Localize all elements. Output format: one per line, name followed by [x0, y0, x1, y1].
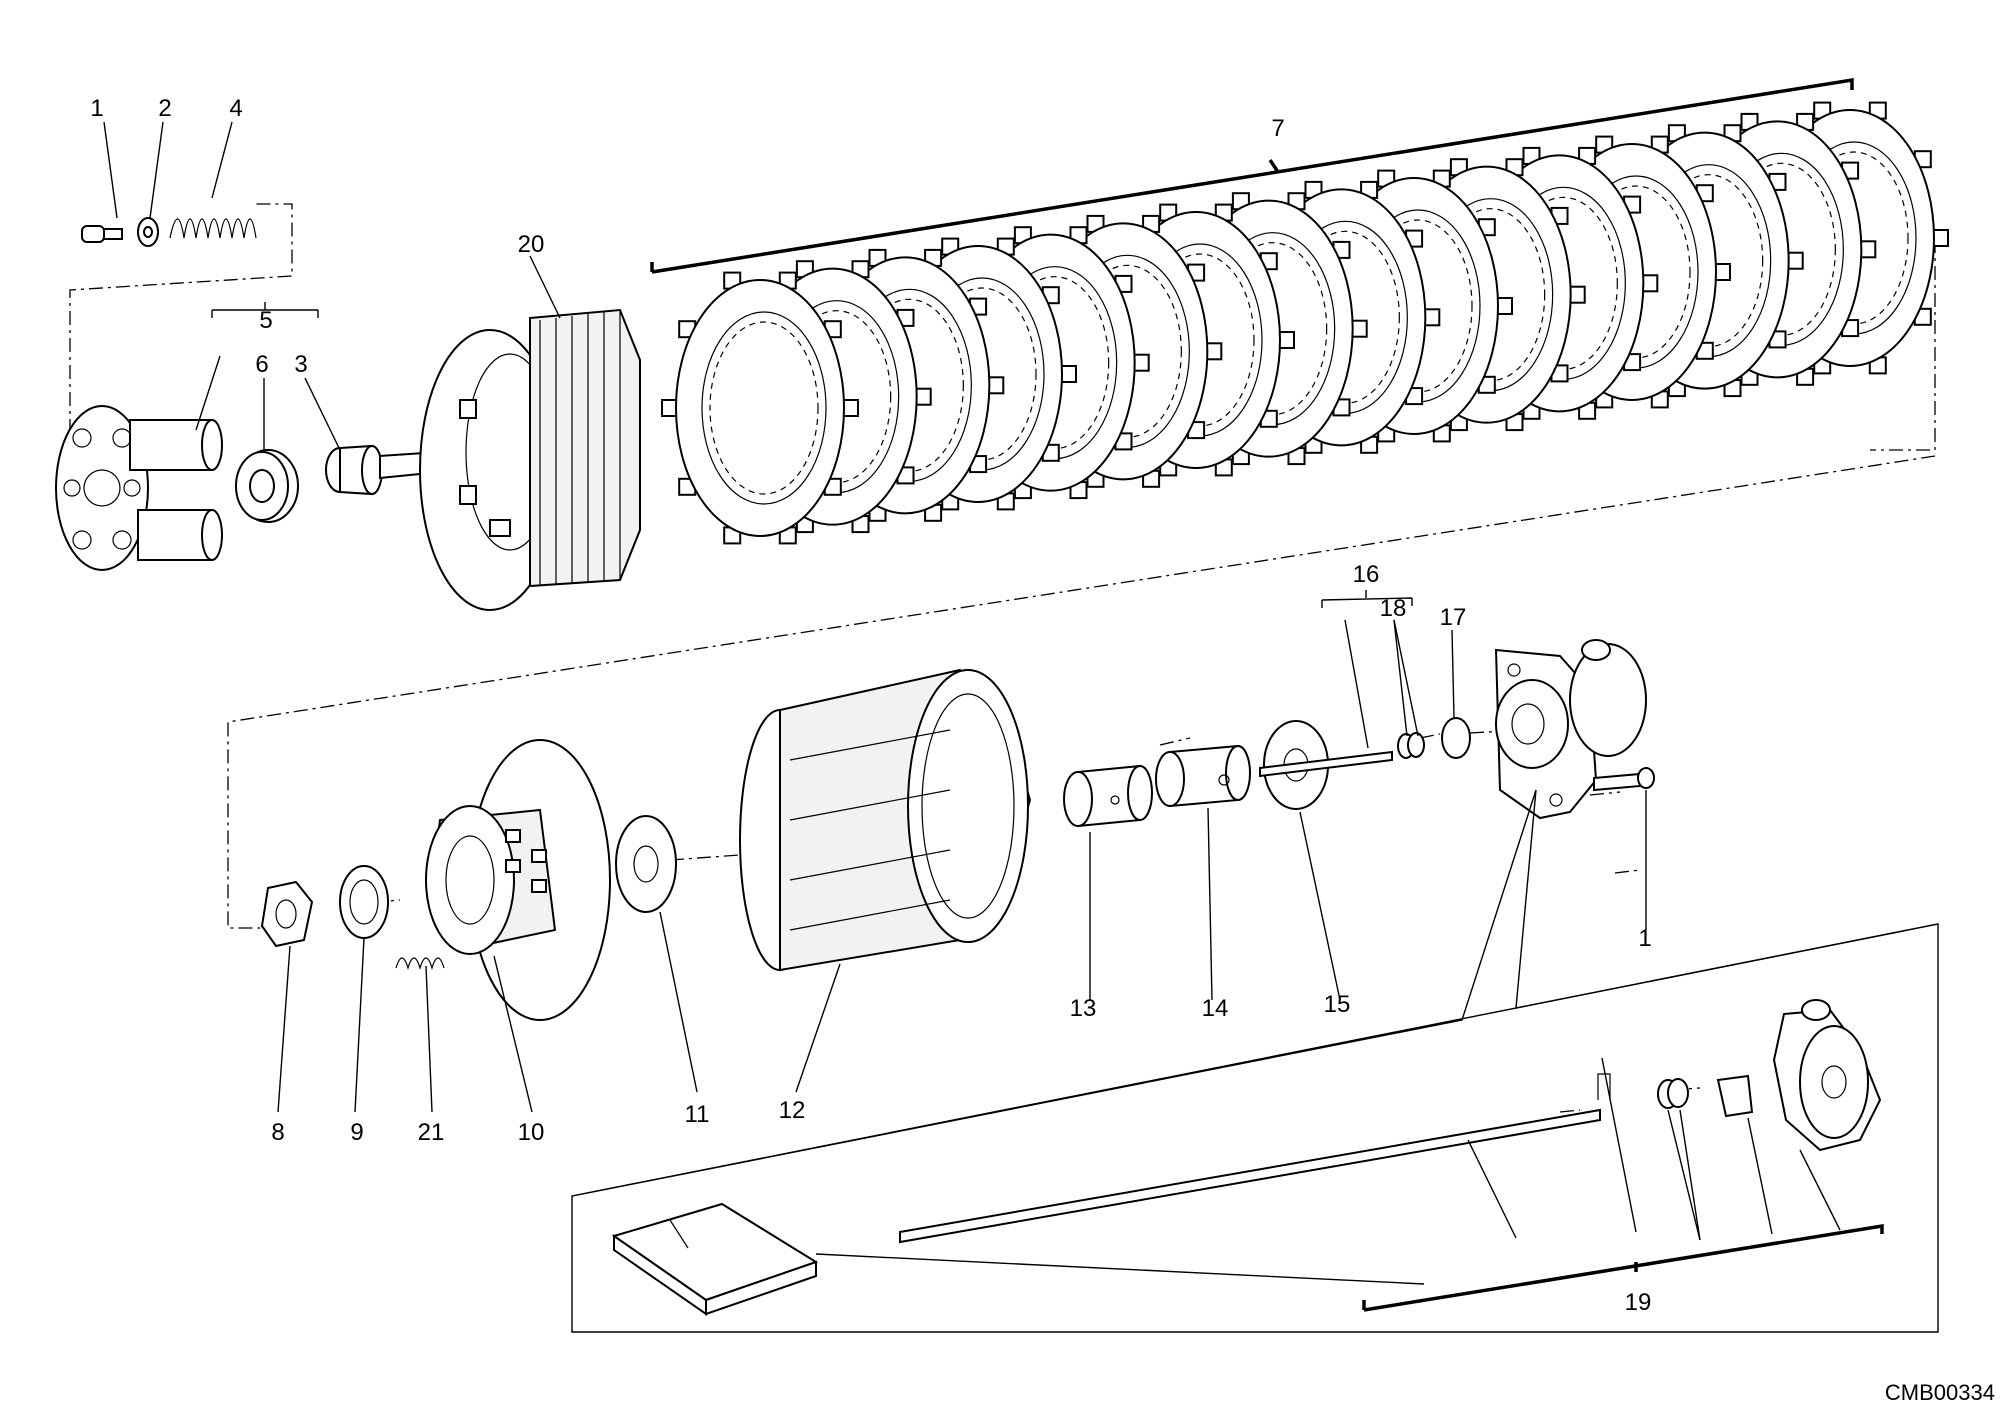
- group-braces: [211, 77, 1884, 1312]
- orings-part-18: [1397, 732, 1425, 759]
- callout-13: 13: [1070, 995, 1097, 1022]
- bush-part-14: [1155, 744, 1251, 808]
- nut-part-8: [260, 880, 314, 948]
- callout-11: 11: [685, 1101, 710, 1128]
- clutch-basket-part-12: [739, 668, 1032, 972]
- callout-7: 7: [1271, 115, 1284, 142]
- clutch-drum-part-20: [419, 308, 641, 611]
- clutch-hub-part-10: [425, 739, 611, 1021]
- callout-19: 19: [1625, 1289, 1652, 1316]
- spring-part-4: [169, 218, 257, 239]
- shaft-part-16: [1259, 750, 1393, 778]
- callout-6: 6: [255, 351, 268, 378]
- callout-17: 17: [1440, 604, 1467, 631]
- disc-outer-rim: [675, 279, 845, 537]
- callout-9: 9: [350, 1119, 363, 1146]
- thrust-washer-part-11: [615, 815, 677, 913]
- callout-8: 8: [271, 1119, 284, 1146]
- callout-labels: 1 2 4 7 20 5 6 3 16 18 17 1 13 14 15 8 9…: [90, 95, 1995, 1405]
- callout-4: 4: [229, 95, 242, 122]
- callout-16: 16: [1353, 561, 1380, 588]
- slave-cylinder: [1494, 639, 1647, 820]
- callout-1-top: 1: [90, 95, 103, 122]
- spring-part-21: [395, 957, 445, 971]
- callout-5: 5: [259, 307, 272, 334]
- callout-15: 15: [1324, 991, 1351, 1018]
- screw-part-1-top: [81, 225, 123, 243]
- callout-20: 20: [518, 231, 545, 258]
- lock-washer-part-9: [339, 865, 389, 939]
- clutch-disc: [661, 271, 859, 545]
- kit-19-frame: [571, 923, 1939, 1333]
- disc-inner-rim: [701, 311, 827, 505]
- callout-14: 14: [1202, 995, 1229, 1022]
- callout-10: 10: [518, 1119, 545, 1146]
- clutch-disc-stack-part-7: [661, 101, 1949, 545]
- callout-1-right: 1: [1638, 925, 1651, 952]
- callout-21: 21: [418, 1119, 445, 1146]
- sleeve-part-13: [1063, 764, 1153, 828]
- callout-12: 12: [779, 1097, 806, 1124]
- screw-part-1-right: [1593, 767, 1655, 792]
- washer-part-2: [137, 217, 159, 247]
- leader-lines: [103, 121, 1939, 1285]
- bearing-part-6: [235, 449, 299, 523]
- callout-18: 18: [1380, 595, 1407, 622]
- callout-3: 3: [294, 351, 307, 378]
- drawing-code: CMB00334: [1885, 1380, 1995, 1405]
- pressure-plate-part-5: [55, 405, 223, 571]
- callout-2: 2: [158, 95, 171, 122]
- circlip-part-17: [1441, 717, 1471, 759]
- disc-teeth: [709, 321, 819, 495]
